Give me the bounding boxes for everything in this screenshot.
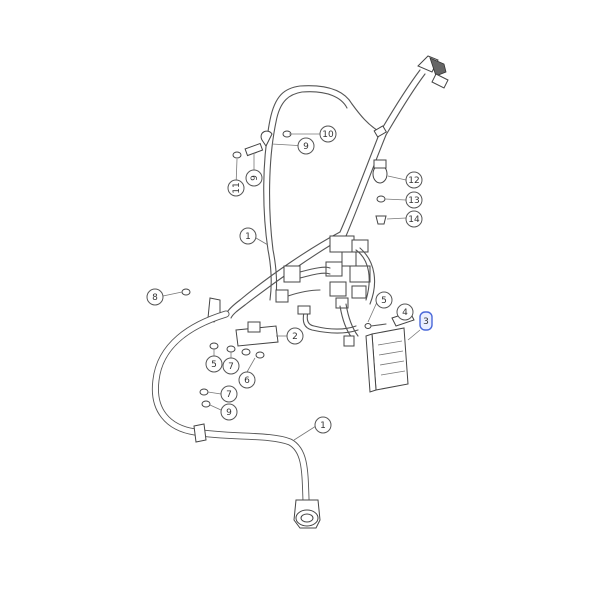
callout-9-top-label: 9: [303, 142, 309, 152]
callout-11-label: 11: [232, 182, 242, 193]
callout-8[interactable]: 8: [146, 288, 164, 306]
callout-1-top-label: 1: [245, 232, 251, 242]
central-connector-cluster: [275, 235, 376, 347]
callout-14-label: 14: [408, 215, 420, 225]
callout-13-label: 13: [408, 196, 419, 206]
callout-6[interactable]: 6: [238, 371, 256, 389]
callout-7-lower[interactable]: 7: [222, 357, 240, 375]
control-module: [364, 311, 415, 393]
callout-12-label: 12: [408, 176, 419, 186]
callout-2[interactable]: 2: [286, 327, 304, 345]
callout-5-lower[interactable]: 5: [205, 355, 223, 373]
harness-sleeve: [373, 125, 388, 138]
sensor-cable-2: [297, 305, 359, 334]
callout-9-bottom[interactable]: 9: [220, 403, 238, 421]
callout-10[interactable]: 10: [319, 125, 337, 143]
callout-9-bottom-label: 9: [226, 408, 232, 418]
callout-1-bottom-label: 1: [320, 421, 326, 431]
callout-1-top[interactable]: 1: [239, 227, 257, 245]
callout-2-label: 2: [292, 332, 298, 342]
callout-7-lower-label: 7: [228, 362, 234, 372]
callout-9-left[interactable]: 9: [245, 169, 263, 187]
callout-12[interactable]: 12: [405, 171, 423, 189]
top-connector: [417, 55, 449, 89]
upper-wire-harness: [225, 69, 426, 319]
callout-7-bottom-label: 7: [226, 390, 232, 400]
callout-5-lower-label: 5: [211, 360, 217, 370]
sensor-parts-right: [372, 159, 388, 225]
callout-11[interactable]: 11: [227, 179, 245, 197]
mounting-plate: [235, 321, 279, 347]
callout-4[interactable]: 4: [396, 303, 414, 321]
callout-1-bottom[interactable]: 1: [314, 416, 332, 434]
callout-5-right[interactable]: 5: [375, 291, 393, 309]
fastener-row: [199, 342, 265, 408]
callout-6-label: 6: [244, 376, 250, 386]
callout-9-left-label: 9: [250, 175, 260, 181]
callout-14[interactable]: 14: [405, 210, 423, 228]
callout-7-bottom[interactable]: 7: [220, 385, 238, 403]
callout-3[interactable]: 3: [419, 311, 433, 331]
callout-8-label: 8: [152, 293, 158, 303]
lower-wire-harness: [151, 310, 321, 529]
clip-fasteners-top: [232, 130, 292, 159]
callout-4-label: 4: [402, 308, 408, 318]
callout-5-right-label: 5: [381, 296, 387, 306]
callout-9-top[interactable]: 9: [297, 137, 315, 155]
callout-13[interactable]: 13: [405, 191, 423, 209]
callout-3-label: 3: [423, 317, 429, 327]
callout-10-label: 10: [322, 130, 334, 140]
